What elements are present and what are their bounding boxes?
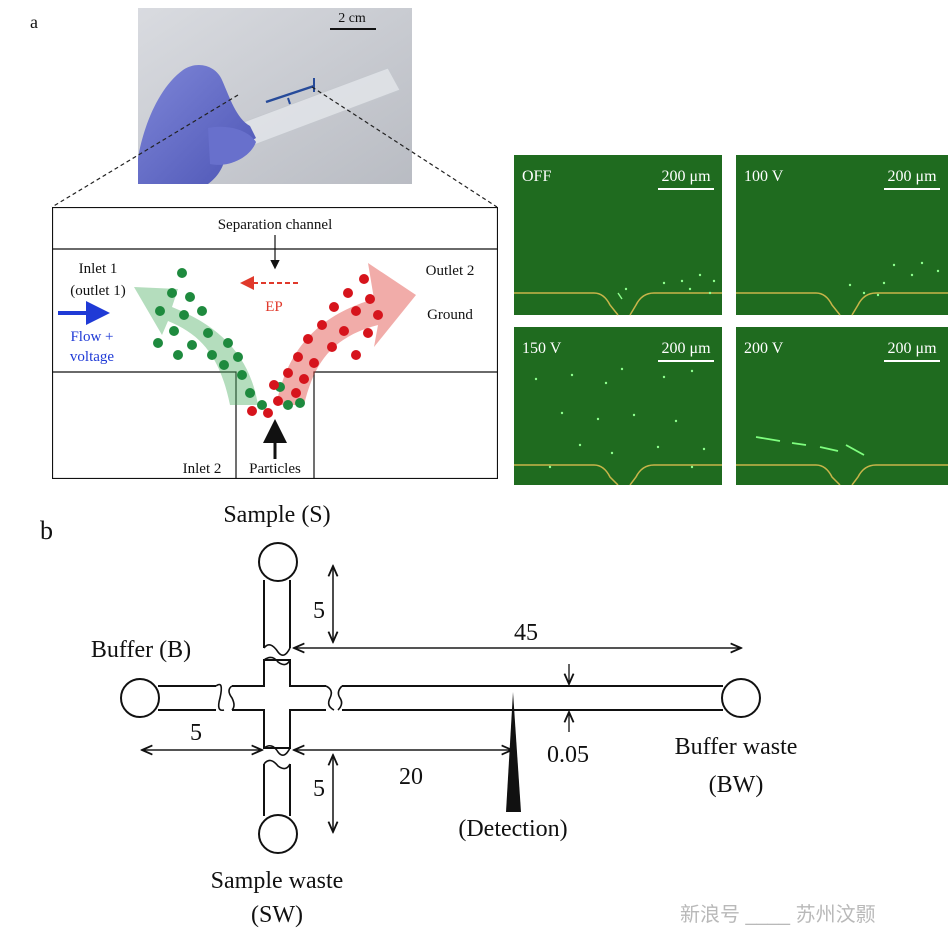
sample-label: Sample (S) — [223, 502, 330, 528]
micrograph-grid: OFF 200 μm 100 V 200 μm 150 V — [514, 155, 948, 485]
micrograph-150v-scale: 200 μm — [661, 340, 711, 357]
dim-5-top: 5 — [313, 598, 325, 624]
micrograph-100v-label: 100 V — [744, 168, 784, 185]
buffer-waste-abbr: (BW) — [709, 772, 764, 798]
particles-label: Particles — [249, 461, 301, 477]
panel-a-letter: a — [30, 12, 38, 32]
inlet2-label: Inlet 2 — [183, 461, 222, 477]
micrograph-150v-label: 150 V — [522, 340, 562, 357]
micrograph-200v: 200 V 200 μm — [736, 327, 948, 485]
micrograph-200v-label: 200 V — [744, 340, 784, 357]
ep-label: EP — [265, 299, 283, 315]
micrograph-150v: 150 V 200 μm — [514, 327, 722, 485]
dim-45: 45 — [514, 620, 538, 646]
photo-scale-label: 2 cm — [338, 11, 366, 26]
micrograph-100v: 100 V 200 μm — [736, 155, 948, 316]
buffer-label: Buffer (B) — [91, 637, 191, 663]
outlet2-label: Outlet 2 — [426, 263, 475, 279]
dim-20: 20 — [399, 764, 423, 790]
separation-schematic: Separation channel EP Inlet 1 (outlet 1)… — [52, 207, 498, 479]
sample-waste-label: Sample waste — [211, 868, 344, 894]
inlet1-label: Inlet 1 — [79, 261, 118, 277]
panel-b-letter: b — [40, 516, 53, 545]
micrograph-100v-scale: 200 μm — [887, 168, 937, 185]
sample-waste-abbr: (SW) — [251, 902, 303, 928]
dim-5-left: 5 — [190, 720, 202, 746]
watermark: 新浪号 ____ 苏州汶颢 — [680, 904, 876, 926]
detection-label: (Detection) — [458, 816, 567, 842]
micrograph-off: OFF 200 μm — [514, 155, 722, 316]
ground-label: Ground — [427, 307, 473, 323]
cross-channel-diagram: Sample (S) Buffer (B) Buffer waste (BW) … — [0, 490, 948, 940]
separation-channel-label: Separation channel — [218, 217, 333, 233]
dim-0-05: 0.05 — [547, 742, 589, 768]
flow-label: Flow + — [70, 329, 113, 345]
voltage-label: voltage — [70, 349, 114, 365]
chip-photo: 2 cm — [138, 8, 412, 184]
micrograph-200v-scale: 200 μm — [887, 340, 937, 357]
outlet1-label: (outlet 1) — [70, 283, 125, 299]
buffer-waste-label: Buffer waste — [675, 734, 798, 760]
micrograph-off-label: OFF — [522, 168, 551, 185]
dim-5-bottom: 5 — [313, 776, 325, 802]
micrograph-off-scale: 200 μm — [661, 168, 711, 185]
